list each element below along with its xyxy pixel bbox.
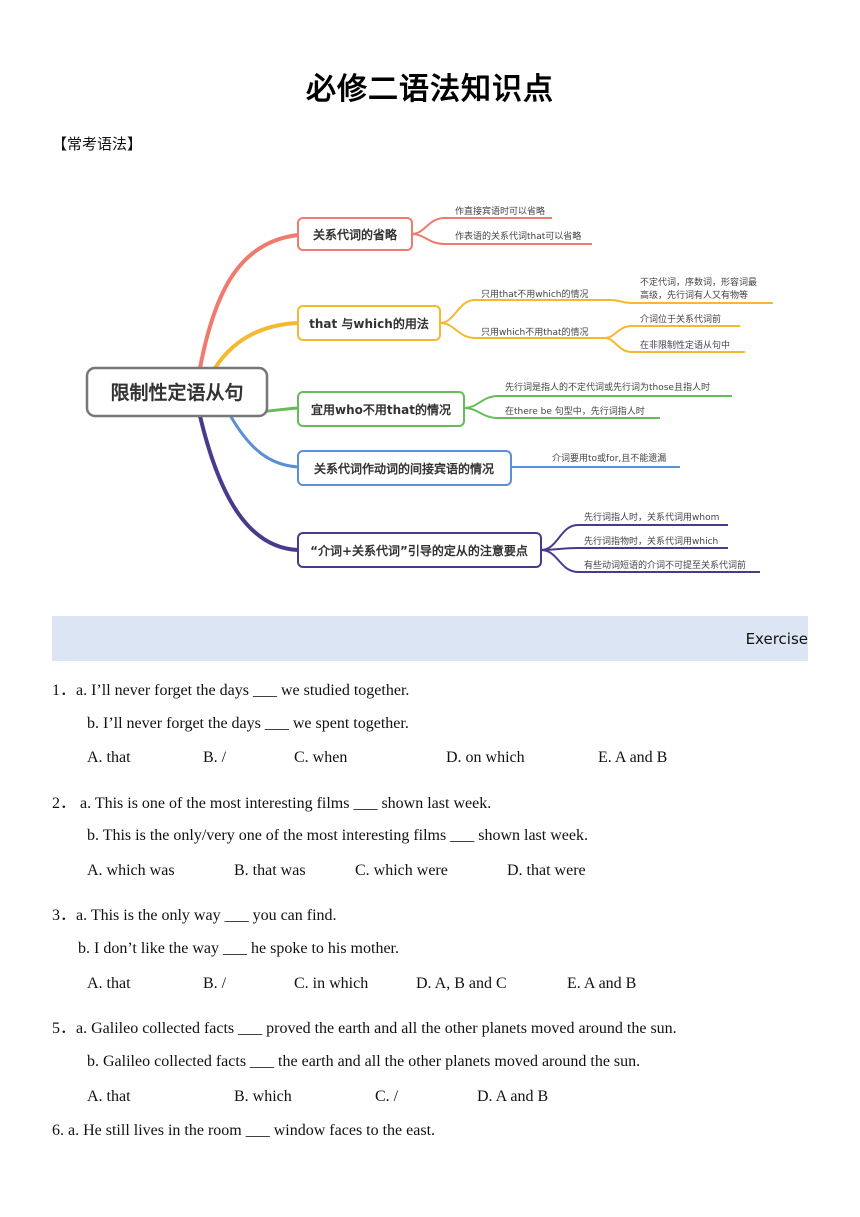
question-1-option-c: C. when [294,749,348,766]
question-1-a: 1．a. I’ll never forget the days ___ we s… [52,682,410,699]
question-1-option-b: B. / [203,749,227,766]
mind-map: 限制性定语从句 关系代词的省略 作直接宾语时可以省略 作表语的关系代词that可… [85,205,773,573]
question-3-option-a: A. that [87,975,131,992]
question-5-option-d: D. A and B [477,1088,549,1105]
question-2-option-d: D. that were [507,862,586,879]
branch-5-leaf-1: 先行词指人时，关系代词用whom [584,511,719,523]
exercise-header-bar: Exercise [52,616,808,661]
question-5-option-c: C. / [375,1088,399,1105]
branch-4-leaf-1: 介词要用to或for,且不能遗漏 [552,452,666,464]
connector-branch-5 [198,415,299,552]
branch-2-label: that 与which的用法 [309,316,429,331]
section-tag: 【常考语法】 [52,135,143,153]
branch-2-sub-1-leaf-2: 高级，先行词有人又有物等 [640,289,748,301]
question-3-option-c: C. in which [294,975,369,992]
branch-1-leaf-1: 作直接宾语时可以省略 [455,205,545,217]
question-3-option-e: E. A and B [567,975,637,992]
branch-2-sub-1-leaf-1: 不定代词，序数词，形容词最 [640,276,757,288]
branch-2-sub-2: 只用which不用that的情况 [481,326,589,338]
branch-3-leaf-2: 在there be 句型中，先行词指人时 [505,405,645,417]
question-5-option-a: A. that [87,1088,131,1105]
root-node-label: 限制性定语从句 [110,381,243,404]
question-5-option-b: B. which [234,1088,292,1105]
branch-2-sub-2-leaf-2: 在非限制性定语从句中 [640,339,730,351]
branch-1-leaf-2: 作表语的关系代词that可以省略 [455,230,581,242]
branch-5-leaf-3: 有些动词短语的介词不可提至关系代词前 [584,559,746,571]
branch-3-leaf-1: 先行词是指人的不定代词或先行词为those且指人时 [505,381,710,393]
connector-branch-2 [213,321,299,370]
question-2-option-c: C. which were [355,862,448,879]
branch-2-sub-2-leaf-1: 介词位于关系代词前 [640,313,721,325]
question-3-option-b: B. / [203,975,227,992]
question-6-a: 6. a. He still lives in the room ___ win… [52,1122,436,1139]
question-3-b: b. I don’t like the way ___ he spoke to … [78,940,399,957]
question-5-a: 5．a. Galileo collected facts ___ proved … [52,1020,677,1037]
branch-1-label: 关系代词的省略 [313,227,398,242]
page-title: 必修二语法知识点 [306,72,554,107]
question-2-option-a: A. which was [87,862,175,879]
question-2-a: 2． a. This is one of the most interestin… [52,795,492,812]
question-1-b: b. I’ll never forget the days ___ we spe… [87,715,409,732]
exercise-label: Exercise [745,630,808,648]
branch-3-label: 宜用who不用that的情况 [311,402,451,417]
question-1-option-a: A. that [87,749,131,766]
connector-branch-4 [228,414,299,469]
question-1-option-d: D. on which [446,749,525,766]
branch-5-leaf-2: 先行词指物时，关系代词用which [584,535,718,547]
question-1-option-e: E. A and B [598,749,668,766]
question-5-b: b. Galileo collected facts ___ the earth… [87,1053,641,1070]
branch-5-label: “介词+关系代词”引导的定从的注意要点 [310,543,528,558]
branch-4-label: 关系代词作动词的间接宾语的情况 [314,461,494,476]
root-node-box [85,366,269,418]
connector-branch-1 [198,233,299,369]
question-3-a: 3．a. This is the only way ___ you can fi… [52,907,337,924]
branch-2-sub-1: 只用that不用which的情况 [481,288,589,300]
question-3-option-d: D. A, B and C [416,975,507,992]
question-2-option-b: B. that was [234,862,306,879]
question-2-b: b. This is the only/very one of the most… [87,827,588,844]
